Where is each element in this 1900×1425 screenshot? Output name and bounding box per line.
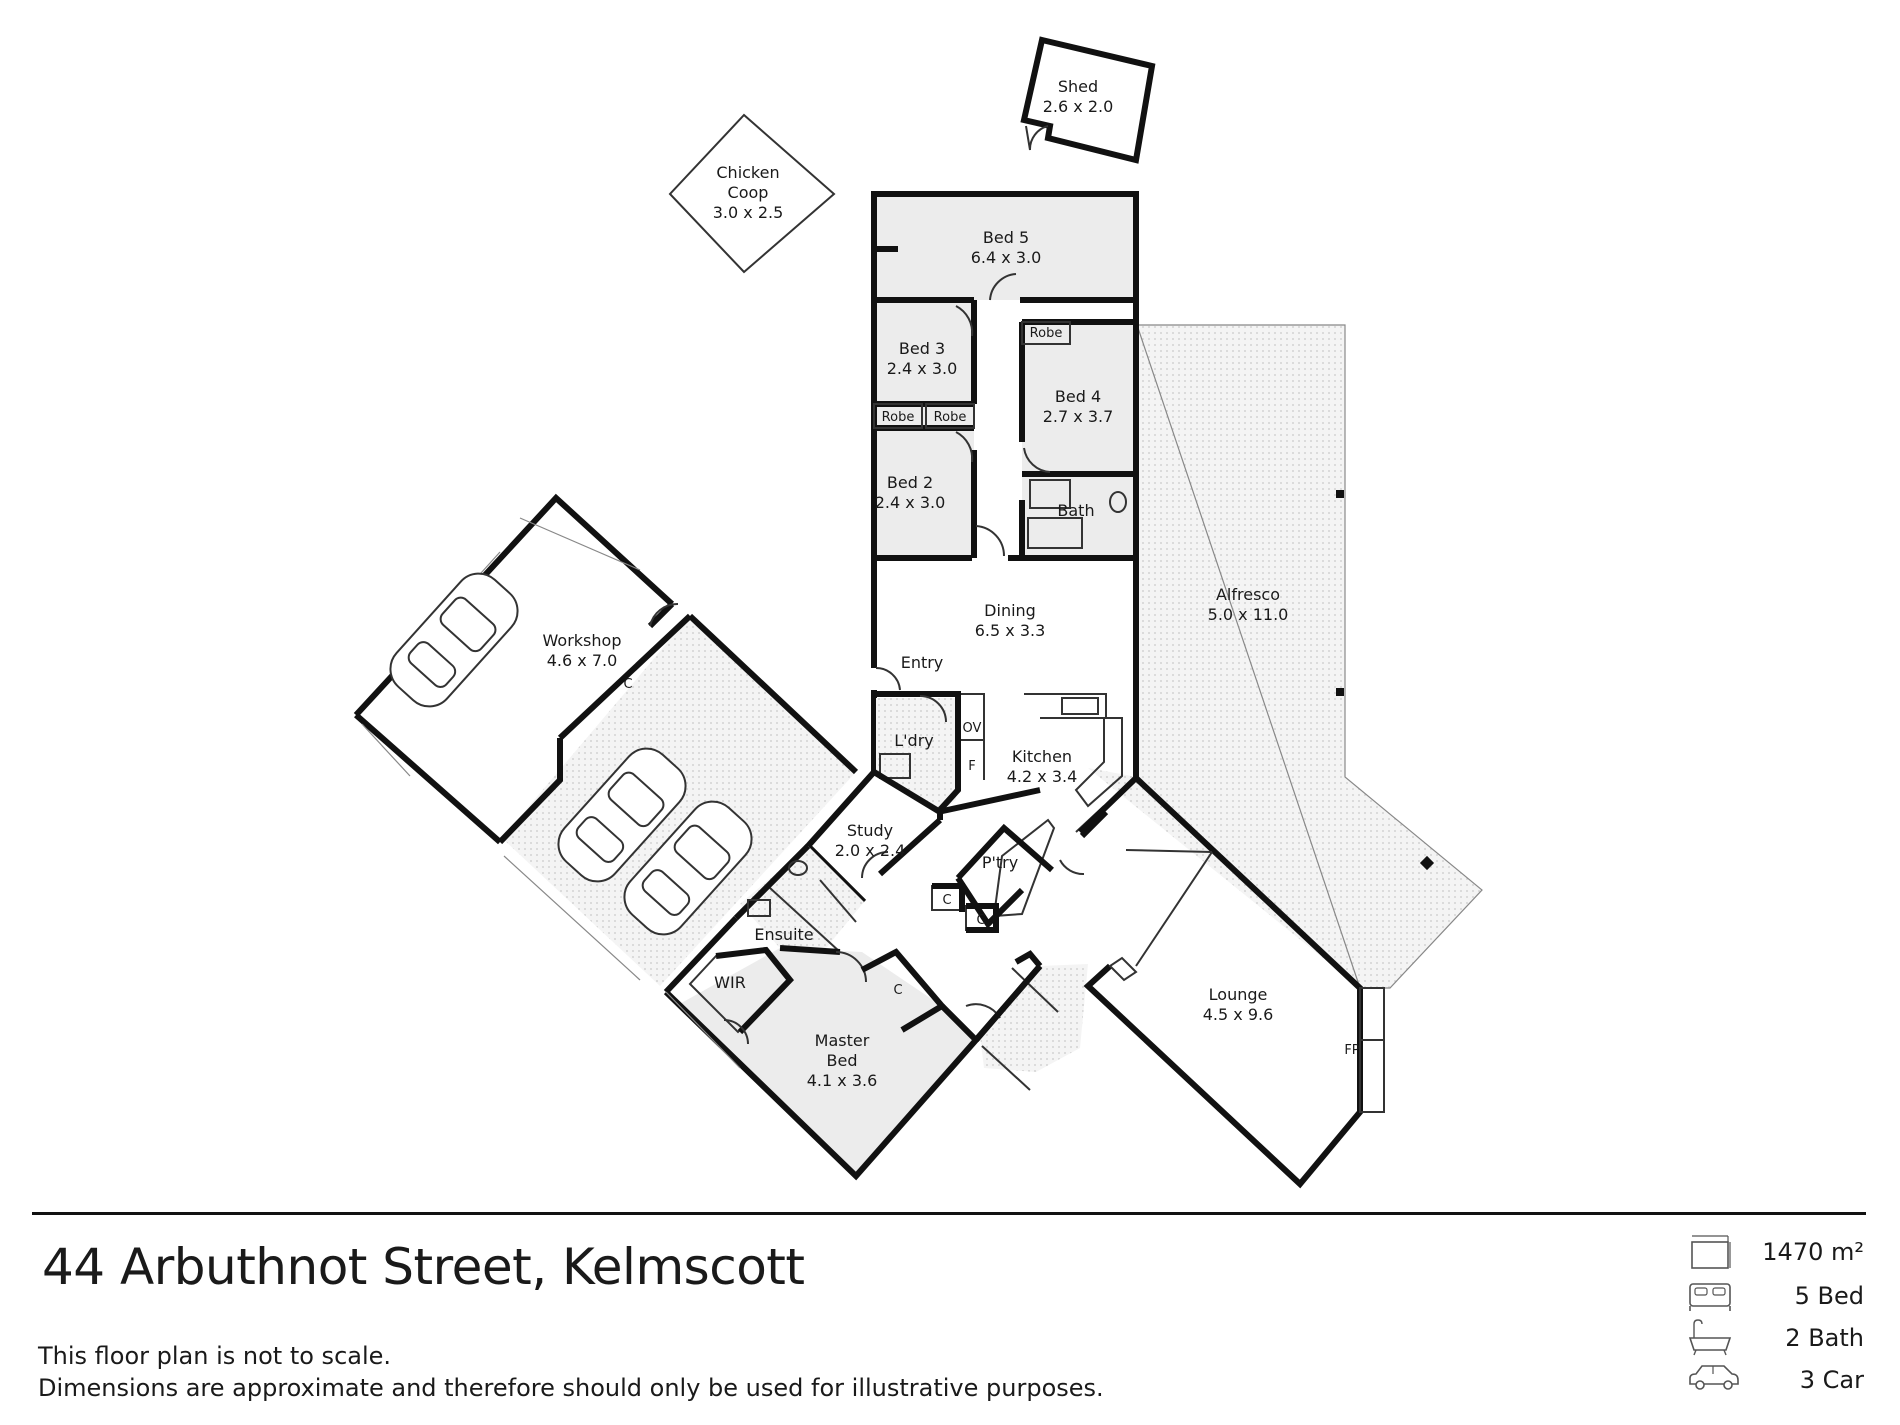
oven-label: OV (963, 721, 982, 736)
bed2-robe-label: Robe (882, 410, 915, 425)
bed5-label: Bed 5 (983, 228, 1029, 247)
dining-kitchen (871, 558, 1139, 808)
bed4-dim: 2.7 x 3.7 (1043, 407, 1114, 426)
dining-dim: 6.5 x 3.3 (975, 621, 1046, 640)
bed4-robe-label: Robe (1030, 326, 1063, 341)
lounge-label: Lounge (1209, 985, 1268, 1004)
pantry-label: P'try (982, 853, 1018, 872)
master-label-2: Bed (827, 1051, 858, 1070)
chicken-coop-label-1: Chicken (716, 163, 779, 182)
study-label: Study (847, 821, 893, 840)
front-entry-steps (965, 950, 1088, 1091)
car-icon (1689, 1365, 1739, 1390)
bed3-dim: 2.4 x 3.0 (887, 359, 958, 378)
fireplace-label: FP (1344, 1043, 1359, 1058)
chicken-coop (668, 113, 836, 274)
bed-icon (1689, 1283, 1731, 1311)
dining-label: Dining (984, 601, 1036, 620)
master-cupboard-label: C (893, 983, 902, 998)
property-address: 44 Arbuthnot Street, Kelmscott (42, 1238, 805, 1296)
ensuite-label: Ensuite (754, 925, 813, 944)
stat-bedrooms: 5 Bed (1794, 1282, 1864, 1310)
workshop-label: Workshop (543, 631, 622, 650)
lounge-dim: 4.5 x 9.6 (1203, 1005, 1274, 1024)
shed-dim: 2.6 x 2.0 (1043, 97, 1114, 116)
kitchen-label: Kitchen (1012, 747, 1072, 766)
bedroom-wing (871, 191, 1139, 561)
footer-divider (32, 1212, 1866, 1215)
lounge (1077, 775, 1385, 1189)
stat-land-area: 1470 m² (1762, 1238, 1864, 1266)
master-label-1: Master (815, 1031, 870, 1050)
bed2-label: Bed 2 (887, 473, 933, 492)
bath-label: Bath (1057, 501, 1094, 520)
alfresco-area (1088, 324, 1483, 989)
master-dim: 4.1 x 3.6 (807, 1071, 878, 1090)
master-bedroom (663, 915, 981, 1181)
stat-bathrooms: 2 Bath (1785, 1324, 1864, 1352)
workshop-cupboard-label: C (623, 677, 632, 692)
chicken-coop-label-2: Coop (728, 183, 769, 202)
room-labels: Shed 2.6 x 2.0 Chicken Coop 3.0 x 2.5 Be… (543, 77, 1360, 1090)
entry-label: Entry (901, 653, 944, 672)
cupboard-label-2: C (976, 913, 985, 928)
study-dim: 2.0 x 2.4 (835, 841, 906, 860)
disclaimer-scale: This floor plan is not to scale. (38, 1342, 392, 1370)
wir-label: WIR (714, 973, 746, 992)
bed4-label: Bed 4 (1055, 387, 1101, 406)
bed5-dim: 6.4 x 3.0 (971, 248, 1042, 267)
pantry (931, 805, 1109, 933)
alfresco-label: Alfresco (1216, 585, 1280, 604)
bath-icon (1688, 1319, 1732, 1356)
disclaimer-dimensions: Dimensions are approximate and therefore… (38, 1374, 1104, 1402)
hallway (937, 787, 1043, 1042)
laundry-label: L'dry (894, 731, 934, 750)
workshop-dim: 4.6 x 7.0 (547, 651, 618, 670)
cupboard-label-1: C (942, 893, 951, 908)
floor-plan: C Shed 2.6 x 2.0 Chicken Coop 3.0 x 2.5 … (353, 36, 1483, 1189)
land-area-icon (1691, 1235, 1731, 1269)
bed3-robe-label: Robe (934, 410, 967, 425)
cars (389, 572, 753, 936)
shed-label: Shed (1058, 77, 1098, 96)
bed3-label: Bed 3 (899, 339, 945, 358)
bed2-dim: 2.4 x 3.0 (875, 493, 946, 512)
laundry (874, 691, 961, 815)
kitchen-dim: 4.2 x 3.4 (1007, 767, 1078, 786)
stat-car-spaces: 3 Car (1799, 1366, 1864, 1394)
ensuite (733, 843, 864, 953)
fridge-label: F (968, 759, 975, 774)
chicken-coop-dim: 3.0 x 2.5 (713, 203, 784, 222)
shed (1020, 36, 1156, 164)
alfresco-dim: 5.0 x 11.0 (1208, 605, 1289, 624)
